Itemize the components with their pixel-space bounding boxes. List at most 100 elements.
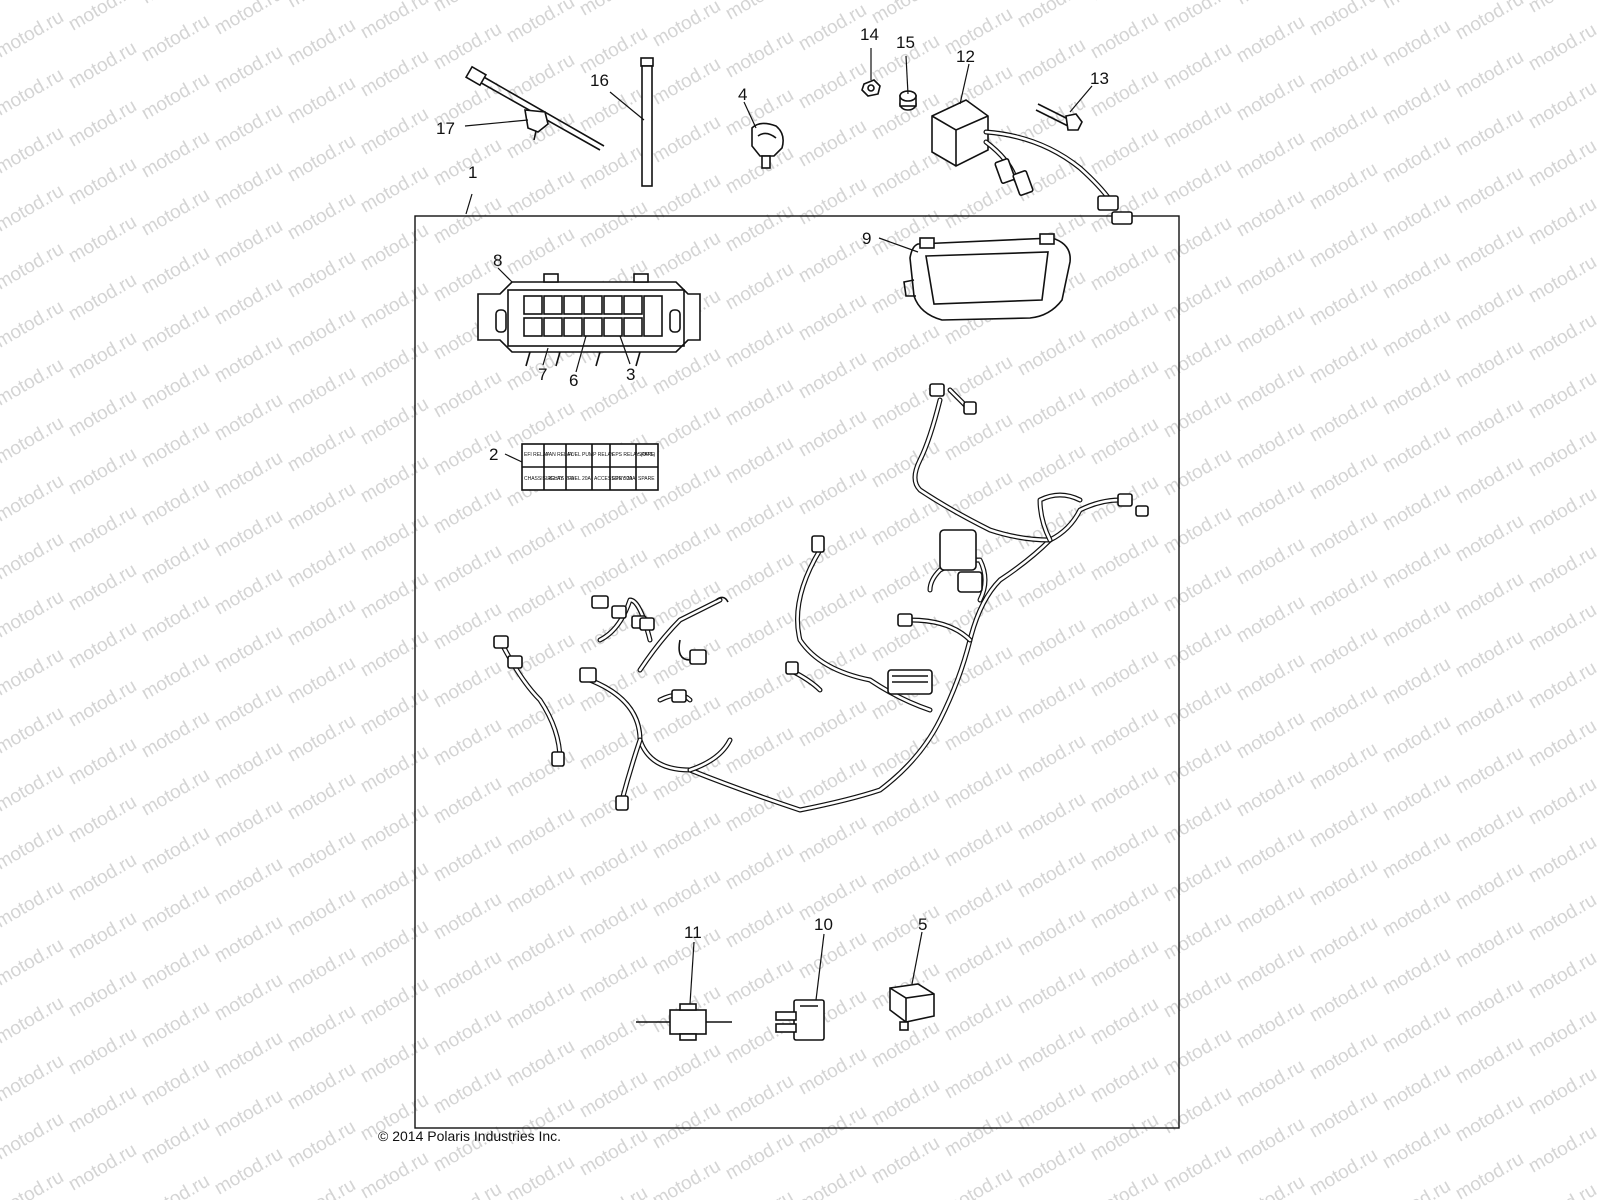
watermark-text: motod.ru [284, 711, 359, 767]
watermark-text: motod.ru [1306, 913, 1381, 969]
watermark-text: motod.ru [1525, 484, 1600, 540]
watermark-text: motod.ru [1160, 0, 1235, 36]
decal-spare-1: SPARE [638, 452, 655, 458]
watermark-text: motod.ru [211, 970, 286, 1026]
watermark-text: motod.ru [1160, 909, 1235, 965]
watermark-text: motod.ru [722, 27, 797, 83]
watermark-text: motod.ru [138, 127, 213, 183]
watermark-text: motod.ru [722, 259, 797, 315]
watermark-text: motod.ru [0, 877, 67, 933]
watermark-text: motod.ru [1379, 1060, 1454, 1116]
watermark-text: motod.ru [868, 147, 943, 203]
watermark-text: motod.ru [1160, 851, 1235, 907]
watermark-text: motod.ru [1379, 538, 1454, 594]
watermark-text: motod.ru [503, 920, 578, 976]
watermark-text: motod.ru [211, 42, 286, 98]
watermark-text: motod.ru [1525, 78, 1600, 134]
watermark-text: motod.ru [284, 0, 359, 12]
watermark-text: motod.ru [1452, 1033, 1527, 1089]
watermark-text: motod.ru [649, 170, 724, 226]
watermark-text: motod.ru [0, 297, 67, 353]
watermark-text: motod.ru [795, 464, 870, 520]
watermark-text: motod.ru [941, 468, 1016, 524]
leader-lines [464, 48, 1093, 1005]
watermark-text: motod.ru [211, 1086, 286, 1142]
watermark-text: motod.ru [1306, 1145, 1381, 1200]
watermark-text: motod.ru [430, 831, 505, 887]
watermark-text: motod.ru [795, 580, 870, 636]
watermark-text: motod.ru [1087, 704, 1162, 760]
watermark-text: motod.ru [284, 653, 359, 709]
watermark-text: motod.ru [722, 375, 797, 431]
watermark-text: motod.ru [1233, 244, 1308, 300]
watermark-text: motod.ru [1233, 128, 1308, 184]
watermark-text: motod.ru [211, 564, 286, 620]
watermark-text: motod.ru [1379, 364, 1454, 420]
part-13-bolt [1035, 103, 1083, 131]
watermark-text: motod.ru [941, 178, 1016, 234]
watermark-text: motod.ru [65, 966, 140, 1022]
callout-numbers: 1 2 3 4 5 6 7 8 9 10 11 12 13 14 15 16 1… [436, 25, 1109, 942]
watermark-text: motod.ru [1233, 186, 1308, 242]
watermark-text: motod.ru [1452, 105, 1527, 161]
watermark-text: motod.ru [138, 997, 213, 1053]
watermark-text: motod.ru [1452, 685, 1527, 741]
watermark-text: motod.ru [1379, 1118, 1454, 1174]
watermark-text: motod.ru [357, 974, 432, 1030]
watermark-text: motod.ru [1525, 1064, 1600, 1120]
watermark-text: motod.ru [1525, 890, 1600, 946]
watermark-text: motod.ru [284, 827, 359, 883]
watermark-text: motod.ru [1525, 426, 1600, 482]
watermark-text: motod.ru [284, 1175, 359, 1200]
watermark-text: motod.ru [430, 19, 505, 75]
watermark-text: motod.ru [138, 359, 213, 415]
watermark-text: motod.ru [0, 0, 67, 4]
watermark-text: motod.ru [1233, 1172, 1308, 1200]
watermark-text: motod.ru [1160, 793, 1235, 849]
callout-12: 12 [956, 47, 975, 66]
part-12-relay-pigtail [931, 99, 1133, 225]
watermark-text: motod.ru [0, 413, 67, 469]
watermark-text: motod.ru [795, 928, 870, 984]
watermark-text: motod.ru [1014, 789, 1089, 845]
watermark-text: motod.ru [1525, 0, 1600, 17]
watermark-text: motod.ru [1160, 619, 1235, 675]
watermark-text: motod.ru [1452, 0, 1527, 44]
watermark-text: motod.ru [1087, 820, 1162, 876]
watermark-text: motod.ru [430, 483, 505, 539]
watermark-text: motod.ru [722, 839, 797, 895]
watermark-text: motod.ru [65, 618, 140, 674]
watermark-text: motod.ru [1087, 1052, 1162, 1108]
watermark-text: motod.ru [284, 769, 359, 825]
watermark-text: motod.ru [722, 1013, 797, 1069]
watermark-text: motod.ru [0, 993, 67, 1049]
watermark-text: motod.ru [795, 232, 870, 288]
watermark-text: motod.ru [1379, 828, 1454, 884]
part-16-cable-tie [640, 57, 654, 187]
watermark-text: motod.ru [868, 0, 943, 28]
watermark-text: motod.ru [1160, 155, 1235, 211]
watermark-text: motod.ru [576, 197, 651, 253]
watermark-text: motod.ru [503, 804, 578, 860]
watermark-text: motod.ru [138, 591, 213, 647]
watermark-text: motod.ru [576, 23, 651, 79]
watermark-text: motod.ru [1087, 646, 1162, 702]
watermark-text: motod.ru [138, 823, 213, 879]
watermark-text: motod.ru [65, 676, 140, 732]
watermark-text: motod.ru [1306, 391, 1381, 447]
part-14-nut [861, 79, 881, 97]
part-4-edge-clip [751, 122, 784, 169]
watermark-text: motod.ru [1014, 1079, 1089, 1135]
watermark-text: motod.ru [430, 367, 505, 423]
watermark-text: motod.ru [1014, 0, 1089, 32]
watermark-text: motod.ru [941, 1048, 1016, 1104]
watermark-text: motod.ru [941, 700, 1016, 756]
watermark-text: motod.ru [357, 1148, 432, 1200]
watermark-text: motod.ru [1525, 832, 1600, 888]
decal-fan-relay: FAN RELAY [546, 452, 574, 458]
watermark-text: motod.ru [0, 819, 67, 875]
watermark-text: motod.ru [138, 649, 213, 705]
watermark-text: motod.ru [430, 1063, 505, 1119]
watermark-text: motod.ru [649, 460, 724, 516]
watermark-text: motod.ru [1525, 1180, 1600, 1200]
